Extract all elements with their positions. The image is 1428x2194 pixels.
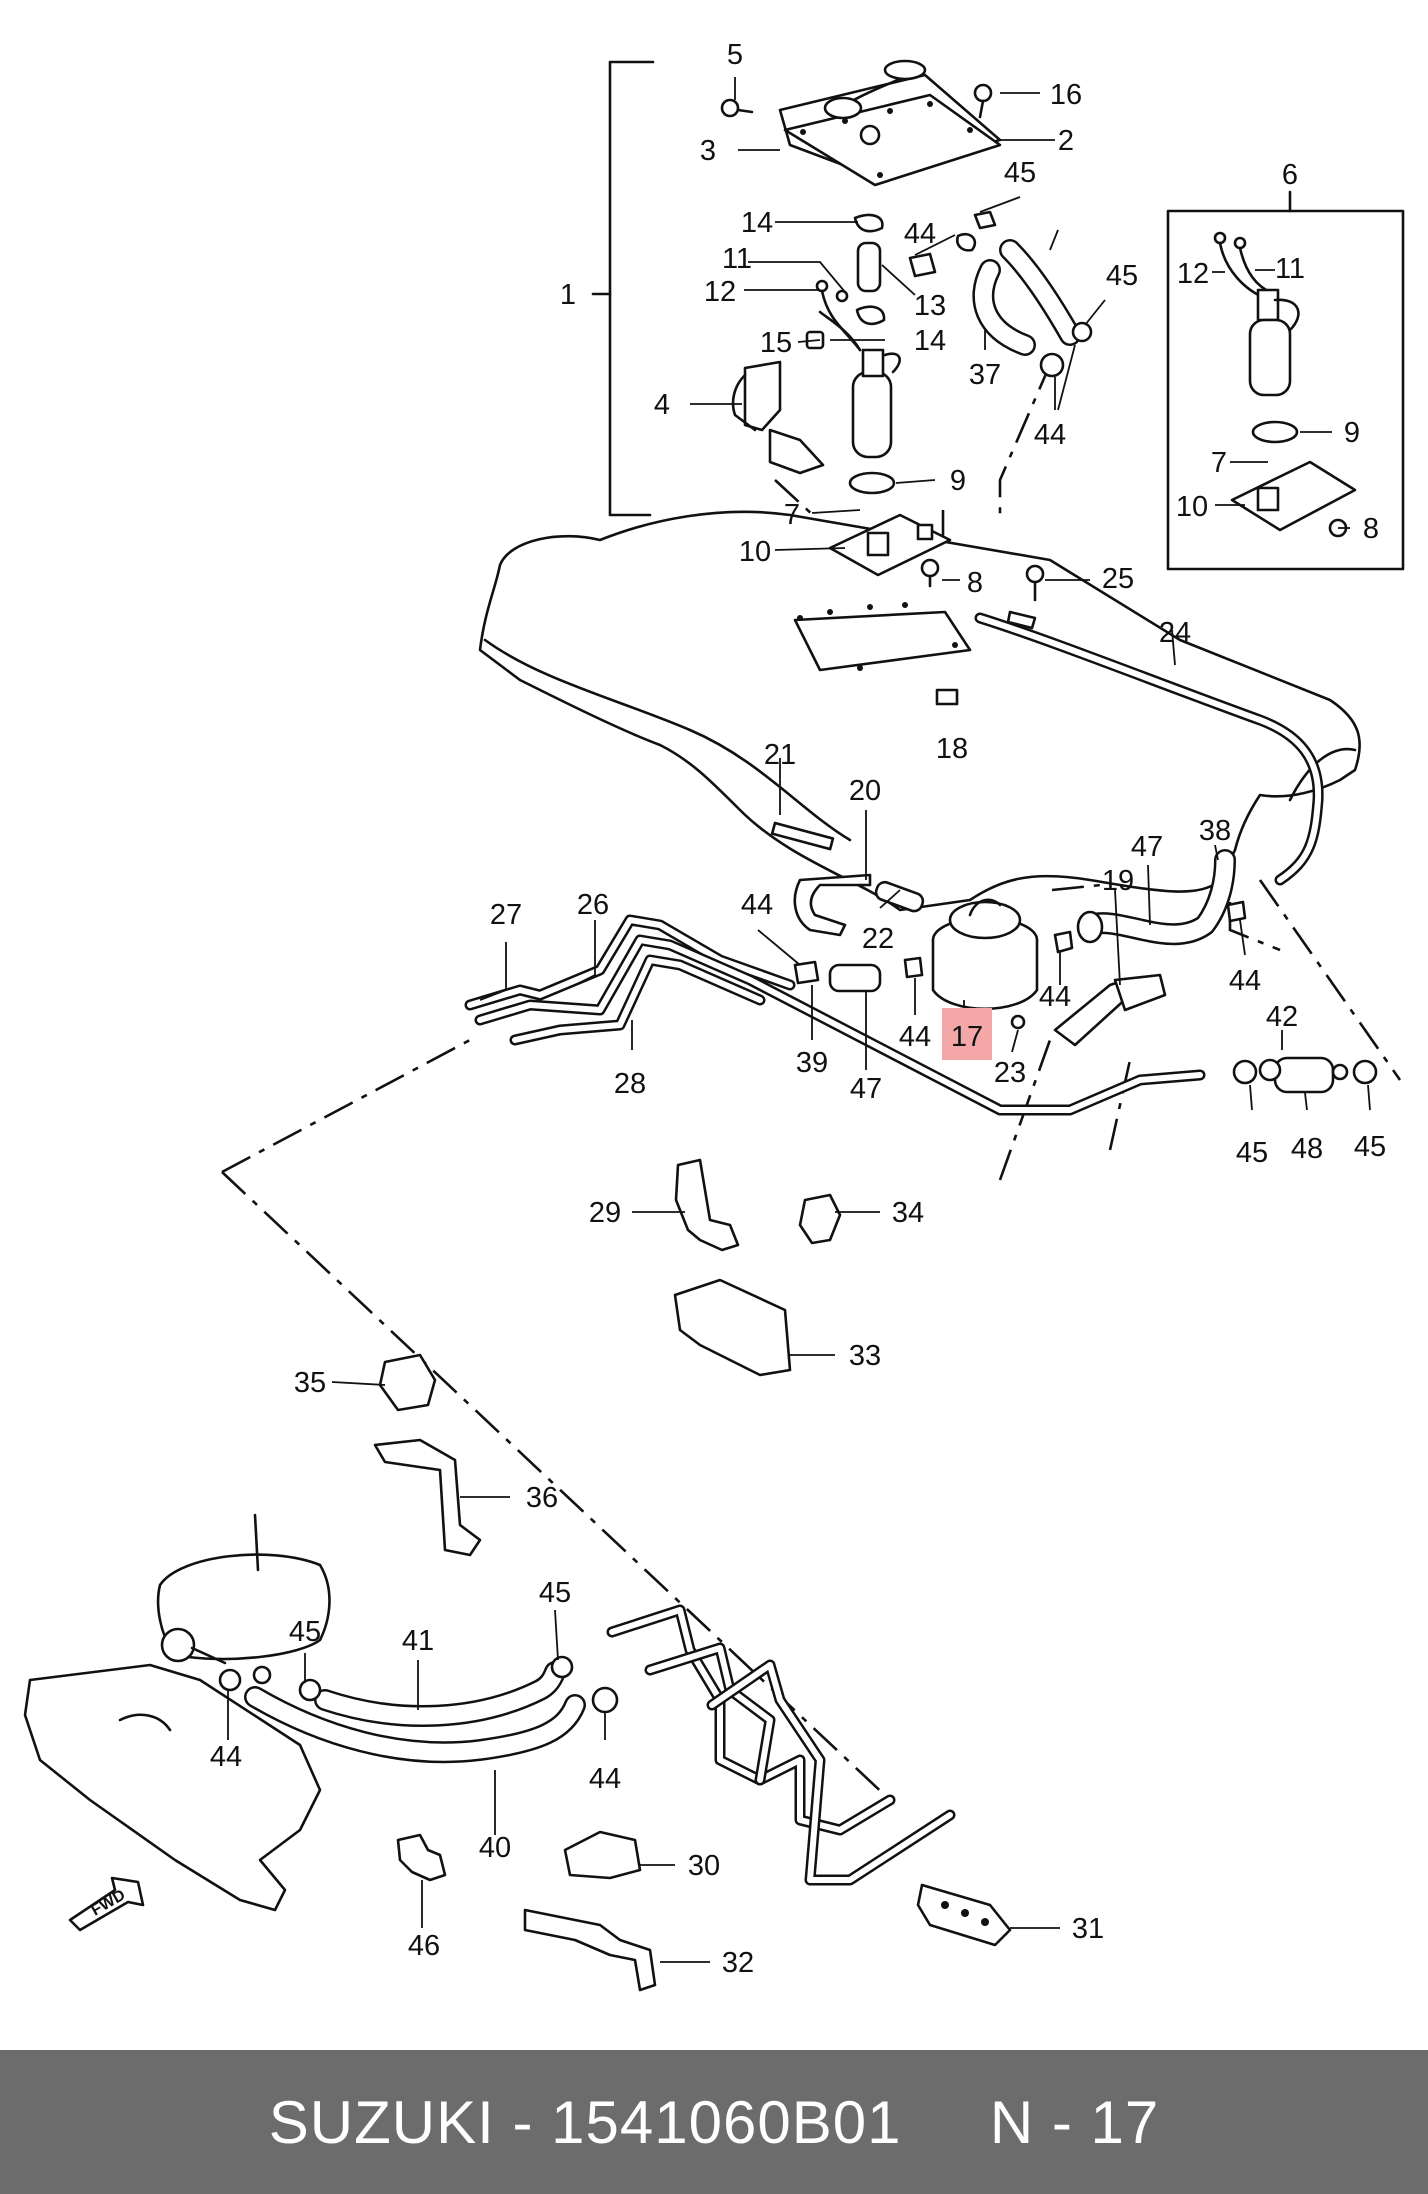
inset-pump-detail bbox=[1213, 231, 1357, 538]
callout-14a: 14 bbox=[741, 207, 773, 239]
callout-39: 39 bbox=[796, 1047, 828, 1079]
callout-33: 33 bbox=[849, 1340, 881, 1372]
callout-35: 35 bbox=[294, 1367, 326, 1399]
callout-45e: 45 bbox=[289, 1616, 321, 1648]
callout-30: 30 bbox=[688, 1850, 720, 1882]
callout-11b: 11 bbox=[1275, 253, 1305, 285]
callout-31: 31 bbox=[1072, 1913, 1104, 1945]
callout-23: 23 bbox=[994, 1057, 1026, 1089]
callout-44h: 44 bbox=[589, 1763, 621, 1795]
callout-41: 41 bbox=[402, 1625, 434, 1657]
callout-12b: 12 bbox=[1177, 258, 1209, 290]
callout-19: 19 bbox=[1102, 865, 1134, 897]
callout-22: 22 bbox=[862, 923, 894, 955]
callout-17: 17 bbox=[951, 1021, 983, 1053]
callout-28: 28 bbox=[614, 1068, 646, 1100]
callout-44d: 44 bbox=[899, 1021, 931, 1053]
fwd-arrow-icon: FWD bbox=[68, 1876, 145, 1932]
callout-45b: 45 bbox=[1106, 260, 1138, 292]
callout-44g: 44 bbox=[210, 1741, 242, 1773]
callout-36: 36 bbox=[526, 1482, 558, 1514]
callout-45a: 45 bbox=[1004, 157, 1036, 189]
callout-45c: 45 bbox=[1236, 1137, 1268, 1169]
callout-12a: 12 bbox=[704, 276, 736, 308]
clips-group bbox=[373, 1158, 842, 1557]
callout-8b: 8 bbox=[1363, 513, 1379, 545]
callout-34: 34 bbox=[892, 1197, 924, 1229]
callout-45f: 45 bbox=[539, 1577, 571, 1609]
pipe-bundle bbox=[464, 914, 1378, 1116]
callout-44a: 44 bbox=[904, 218, 936, 250]
callout-4: 4 bbox=[654, 389, 670, 421]
footer-sep-1: - bbox=[494, 2088, 552, 2156]
callout-1: 1 bbox=[560, 279, 576, 311]
callout-9a: 9 bbox=[950, 465, 966, 497]
leader-lines bbox=[227, 77, 1371, 1963]
callout-21: 21 bbox=[764, 739, 796, 771]
callout-9b: 9 bbox=[1344, 417, 1360, 449]
callout-44e: 44 bbox=[1039, 981, 1071, 1013]
callout-10a: 10 bbox=[739, 536, 771, 568]
callout-8a: 8 bbox=[967, 567, 983, 599]
fuel-system-parts-diagram: FWD bbox=[23, 39, 1405, 1992]
callout-10b: 10 bbox=[1176, 491, 1208, 523]
callout-29: 29 bbox=[589, 1197, 621, 1229]
callout-37: 37 bbox=[969, 359, 1001, 391]
footer-ref: N - 17 bbox=[989, 2088, 1160, 2156]
callout-45d: 45 bbox=[1354, 1131, 1386, 1163]
callout-47a: 47 bbox=[1131, 831, 1163, 863]
fuel-tank bbox=[478, 510, 1361, 912]
callout-46: 46 bbox=[408, 1930, 440, 1962]
callout-38: 38 bbox=[1199, 815, 1231, 847]
callout-2: 2 bbox=[1058, 125, 1074, 157]
callout-32: 32 bbox=[722, 1947, 754, 1979]
callout-44f: 44 bbox=[1229, 965, 1261, 997]
callout-3: 3 bbox=[700, 135, 716, 167]
callout-14b: 14 bbox=[914, 325, 946, 357]
callout-13: 13 bbox=[914, 290, 946, 322]
callout-15: 15 bbox=[760, 327, 792, 359]
callout-27: 27 bbox=[490, 899, 522, 931]
callout-5: 5 bbox=[727, 39, 743, 71]
callout-44c: 44 bbox=[741, 889, 773, 921]
callout-42: 42 bbox=[1266, 1001, 1298, 1033]
callout-labels: 1 2 3 4 5 6 7 7 8 8 9 9 10 10 11 11 12 1… bbox=[210, 39, 1386, 1979]
callout-47b: 47 bbox=[850, 1073, 882, 1105]
callout-18: 18 bbox=[936, 733, 968, 765]
callout-25: 25 bbox=[1102, 563, 1134, 595]
part-footer-bar: SUZUKI - 1541060B01 N - 17 bbox=[0, 2050, 1428, 2194]
callout-26: 26 bbox=[577, 889, 609, 921]
footer-part-number: 1541060B01 bbox=[551, 2088, 902, 2156]
callout-24: 24 bbox=[1159, 617, 1191, 649]
callout-20: 20 bbox=[849, 775, 881, 807]
pump-assembly bbox=[720, 59, 1093, 602]
callout-44b: 44 bbox=[1034, 419, 1066, 451]
footer-gap bbox=[901, 2088, 989, 2157]
engine-section bbox=[23, 1513, 1012, 1992]
callout-11a: 11 bbox=[722, 243, 752, 275]
callout-40: 40 bbox=[479, 1832, 511, 1864]
callout-6: 6 bbox=[1282, 159, 1298, 191]
callout-7b: 7 bbox=[1211, 447, 1227, 479]
highlight-part-17 bbox=[942, 1008, 992, 1060]
callout-48: 48 bbox=[1291, 1133, 1323, 1165]
callout-16: 16 bbox=[1050, 79, 1082, 111]
footer-brand: SUZUKI bbox=[268, 2088, 495, 2156]
callout-7a: 7 bbox=[784, 499, 800, 531]
